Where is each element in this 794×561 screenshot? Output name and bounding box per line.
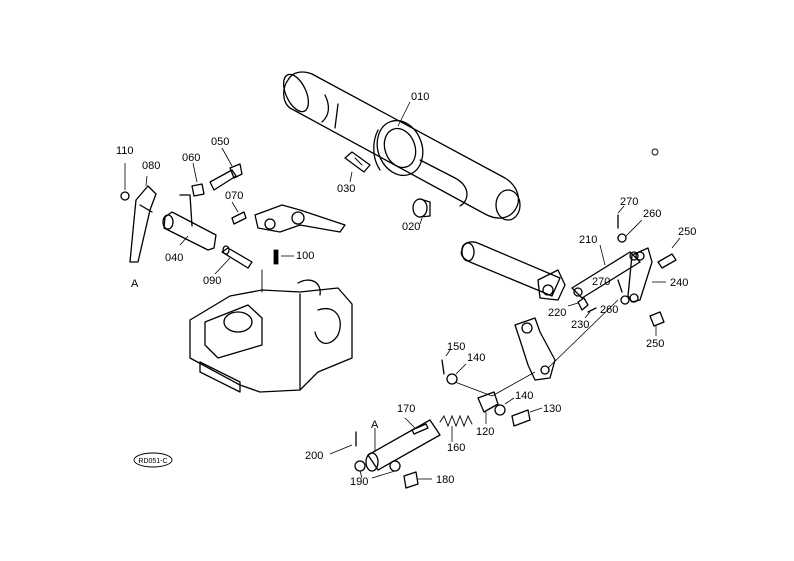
label-270-lower: 270 bbox=[592, 276, 610, 288]
label-030: 030 bbox=[337, 183, 355, 195]
label-140-upper: 140 bbox=[467, 352, 485, 364]
pin-230-part bbox=[584, 307, 597, 319]
label-230: 230 bbox=[571, 319, 589, 331]
label-040: 040 bbox=[165, 252, 183, 264]
drawing-code-text: RD051-C bbox=[138, 458, 167, 465]
reference-a-upper: A bbox=[131, 278, 139, 290]
bolt-030-part bbox=[344, 151, 371, 183]
label-080: 080 bbox=[142, 160, 160, 172]
pin-220-part bbox=[567, 297, 589, 311]
lever-arm-part bbox=[254, 204, 346, 233]
label-130: 130 bbox=[543, 403, 561, 415]
label-150: 150 bbox=[447, 341, 465, 353]
label-190: 190 bbox=[350, 476, 368, 488]
label-210: 210 bbox=[579, 234, 597, 246]
label-200: 200 bbox=[305, 450, 323, 462]
label-110: 110 bbox=[116, 145, 134, 157]
bolt-050-part bbox=[209, 147, 243, 191]
label-010: 010 bbox=[411, 91, 429, 103]
label-140-lower: 140 bbox=[515, 390, 533, 402]
label-160: 160 bbox=[447, 442, 465, 454]
label-060: 060 bbox=[182, 152, 200, 164]
washer-140-upper-part bbox=[446, 363, 467, 385]
label-070: 070 bbox=[225, 190, 243, 202]
link-210-part bbox=[571, 244, 641, 299]
label-170: 170 bbox=[397, 403, 415, 415]
label-260-upper: 260 bbox=[643, 208, 661, 220]
rod-170-part bbox=[365, 417, 441, 472]
bolt-130-part bbox=[511, 407, 543, 427]
bolt-250-lower-part bbox=[649, 311, 665, 336]
drawing-code-badge: RD051-C bbox=[133, 452, 173, 468]
label-050: 050 bbox=[211, 136, 229, 148]
bolt-180-part bbox=[403, 471, 432, 489]
washer-260-upper-part bbox=[617, 219, 643, 243]
spring-160-part bbox=[439, 414, 473, 442]
nut-060-part bbox=[191, 162, 205, 197]
cotter-pin-270-upper-part bbox=[617, 205, 625, 229]
bracket-080-part bbox=[129, 175, 157, 263]
label-240: 240 bbox=[670, 277, 688, 289]
washer-190-part bbox=[354, 460, 401, 479]
pin-150-part bbox=[441, 349, 451, 375]
hydraulic-block-part bbox=[189, 269, 353, 393]
label-270-upper: 270 bbox=[620, 196, 638, 208]
yoke-120-part bbox=[477, 391, 499, 424]
washer-140-lower-part bbox=[494, 397, 515, 416]
shaft-upper-right-part bbox=[460, 241, 566, 301]
label-120: 120 bbox=[476, 426, 494, 438]
cotter-pin-200-part bbox=[329, 431, 357, 455]
label-250-upper: 250 bbox=[678, 226, 696, 238]
label-090: 090 bbox=[203, 275, 221, 287]
label-020: 020 bbox=[402, 221, 420, 233]
label-180: 180 bbox=[436, 474, 454, 486]
part-number-labels: 010 020 030 040 050 060 070 080 090 100 … bbox=[116, 91, 696, 488]
link-240-part bbox=[627, 247, 666, 303]
pin-070-part bbox=[231, 201, 247, 225]
label-100: 100 bbox=[296, 250, 314, 262]
washer-110-part bbox=[120, 163, 130, 201]
shaft-040-part bbox=[162, 194, 217, 251]
axle-housing-part bbox=[282, 71, 659, 221]
label-260-lower: 260 bbox=[600, 304, 618, 316]
cotter-pin-270-lower-part bbox=[617, 279, 623, 293]
label-220: 220 bbox=[548, 307, 566, 319]
bolt-250-upper-part bbox=[657, 237, 681, 269]
washer-260-lower-part bbox=[620, 295, 630, 305]
lower-lever-part bbox=[514, 317, 556, 381]
pin-090-part bbox=[214, 245, 253, 275]
bushing-020-part bbox=[412, 198, 431, 225]
label-250-lower: 250 bbox=[646, 338, 664, 350]
spring-pin-100-part bbox=[273, 249, 294, 265]
reference-a-lower: A bbox=[371, 419, 379, 431]
